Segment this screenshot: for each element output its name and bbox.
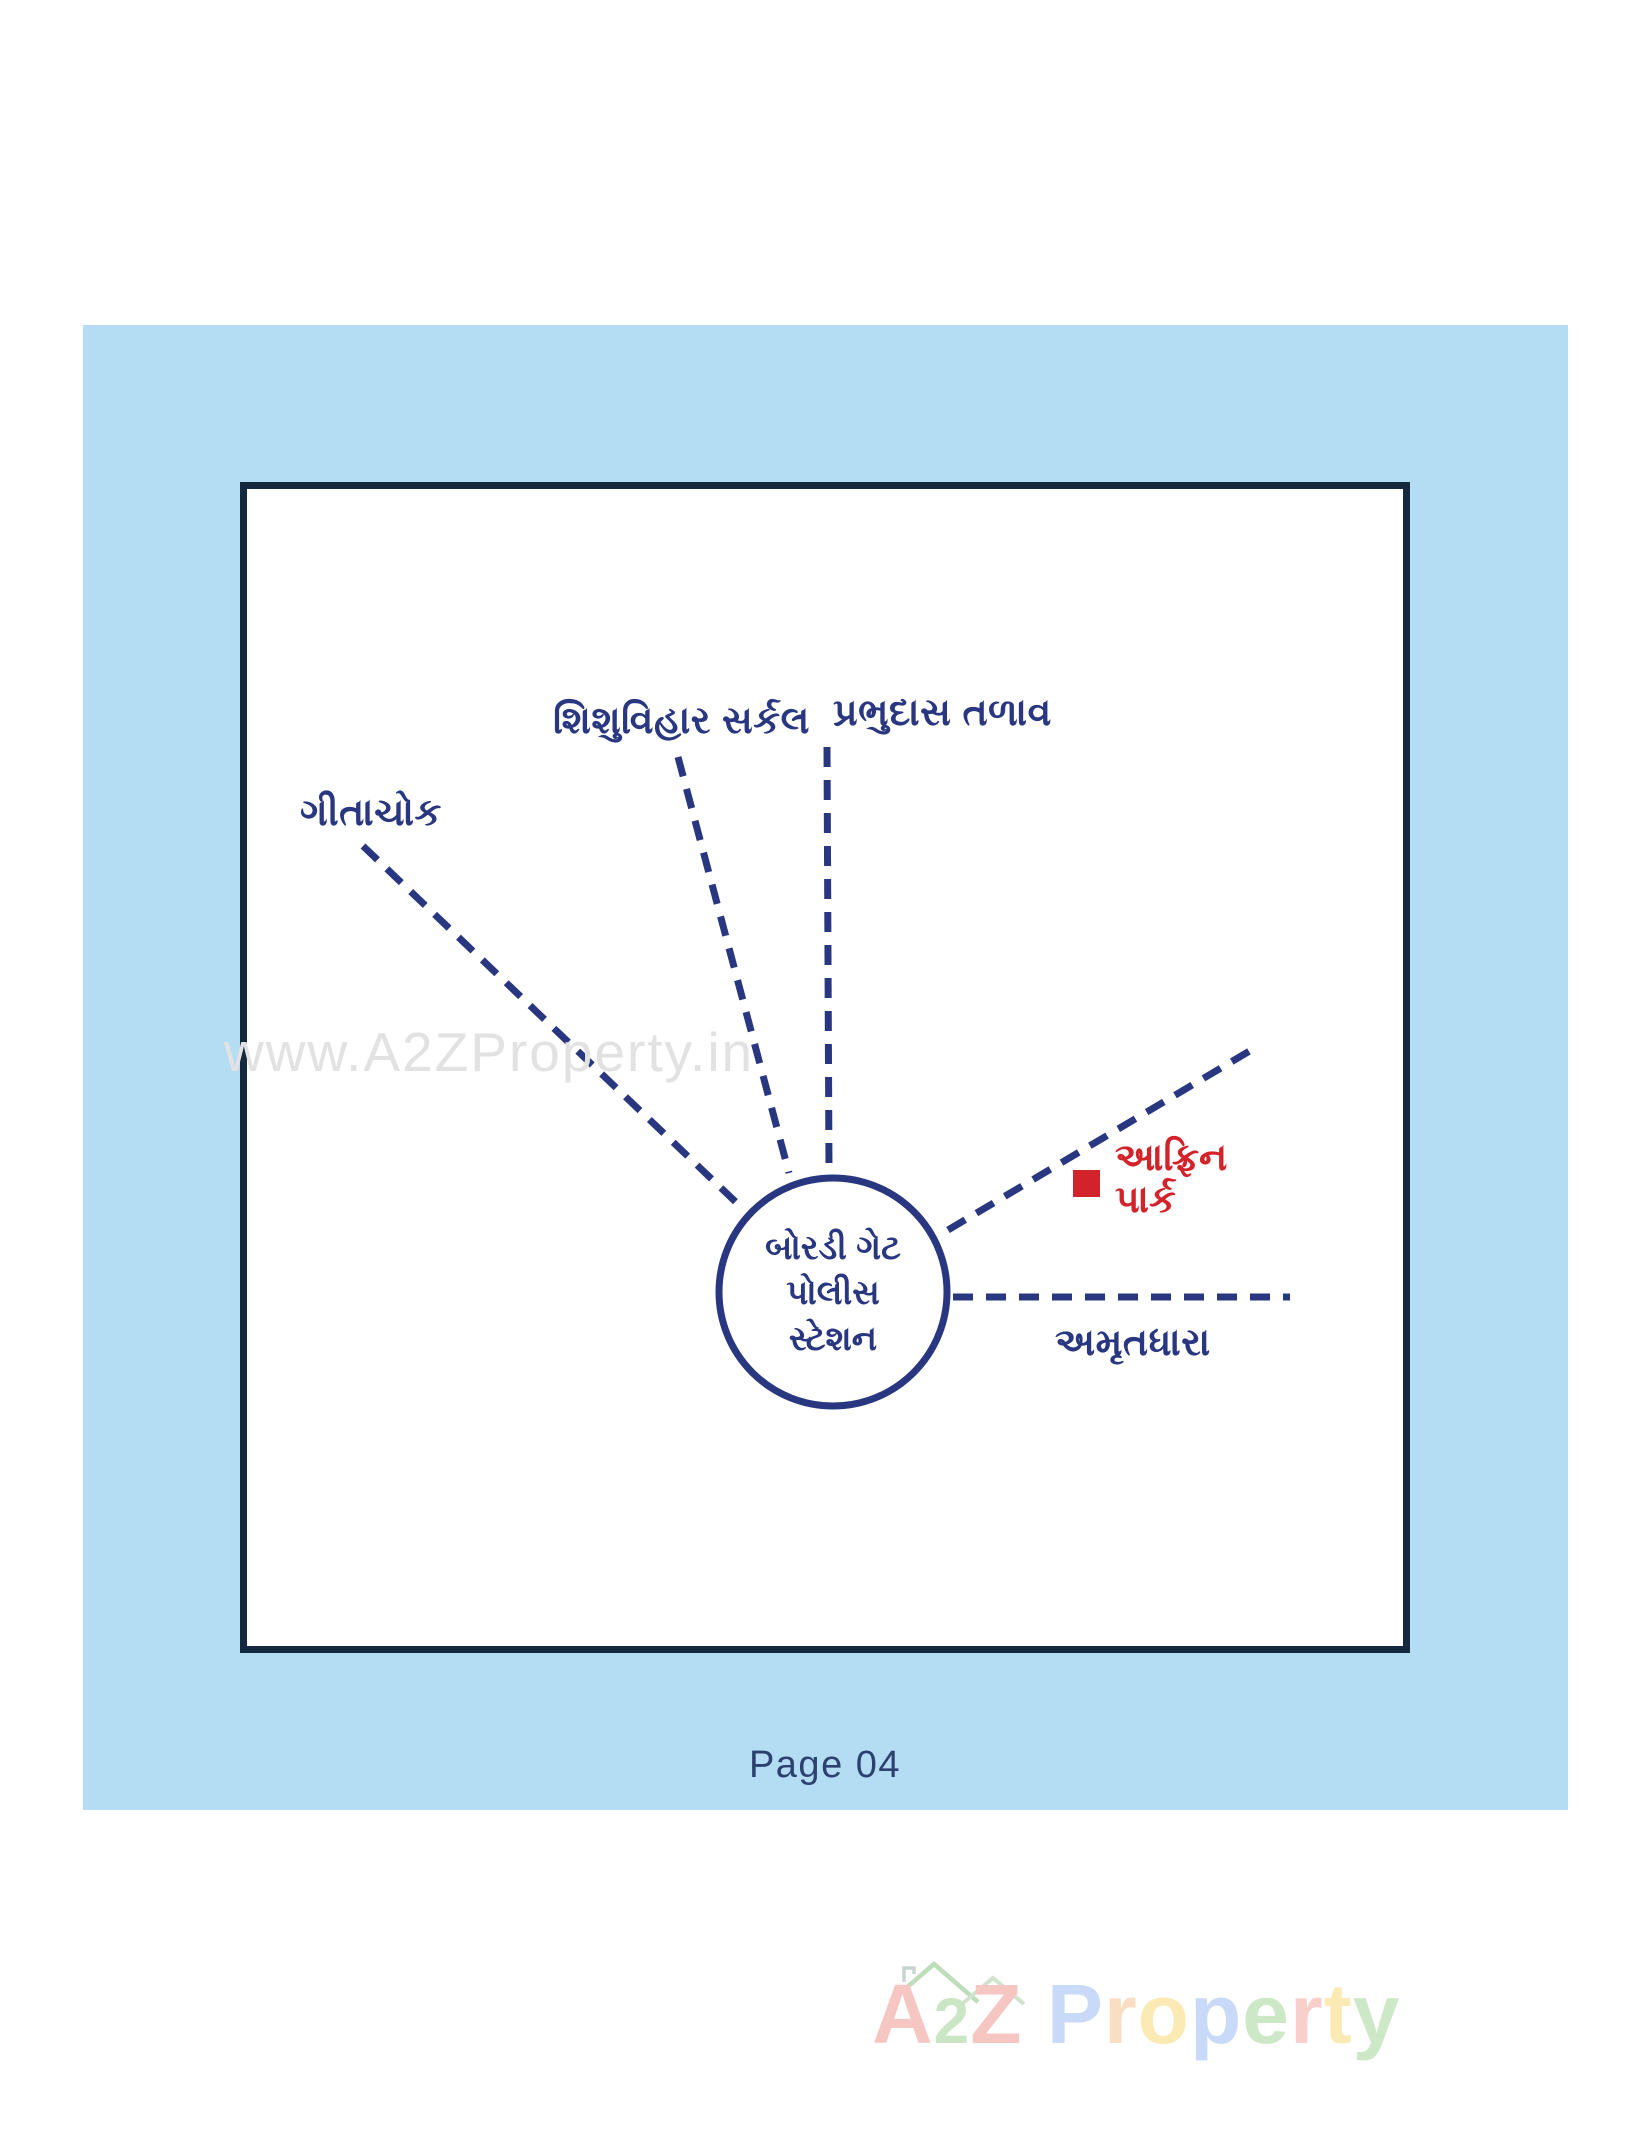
- brand-letter: o: [1137, 1967, 1190, 2061]
- brand-letter: p: [1189, 1967, 1243, 2061]
- label-gitachowk: ગીતાચોક: [300, 792, 442, 834]
- label-shishuvihar-circle: શિશુવિહાર સર્કલ: [553, 700, 810, 742]
- watermark-text: www.A2ZProperty.in: [224, 1021, 755, 1083]
- label-prabhudas-talav: પ્રભુદાસ તળાવ: [833, 692, 1052, 734]
- afrin-park-line1: આફ્રિન: [1115, 1137, 1228, 1179]
- police-station-line2: પોલીસ: [786, 1274, 880, 1313]
- police-station-line1: બોરડી ગેટ: [765, 1228, 901, 1267]
- brand-letter: r: [1103, 1967, 1138, 2061]
- house-roofs-icon: [888, 1961, 1026, 2006]
- brand-letter: r: [1290, 1967, 1324, 2061]
- page-number-label: Page 04: [748, 1744, 902, 1786]
- brand-letter: y: [1352, 1967, 1401, 2061]
- label-amrutdhara: અમૃતધારા: [1055, 1322, 1211, 1364]
- brand-logo-a2z-property: A2Z Property: [872, 1972, 1400, 2056]
- brand-letter: Z: [970, 1967, 1023, 2061]
- police-station-label: બોરડી ગેટ પોલીસ સ્ટેશન: [713, 1224, 953, 1364]
- label-afrin-park: આફ્રિન પાર્ક: [1115, 1137, 1228, 1222]
- brand-letter: A: [872, 1967, 934, 2061]
- brand-letter: P: [1046, 1967, 1104, 2061]
- brand-letter: e: [1242, 1967, 1290, 2061]
- brand-letter: 2: [933, 1985, 971, 2057]
- afrin-park-line2: પાર્ક: [1115, 1178, 1176, 1221]
- police-station-line3: સ્ટેશન: [788, 1319, 878, 1358]
- brand-letter: t: [1323, 1967, 1353, 2061]
- afrin-park-marker: [1073, 1170, 1100, 1197]
- brand-letter: [1023, 1967, 1047, 2061]
